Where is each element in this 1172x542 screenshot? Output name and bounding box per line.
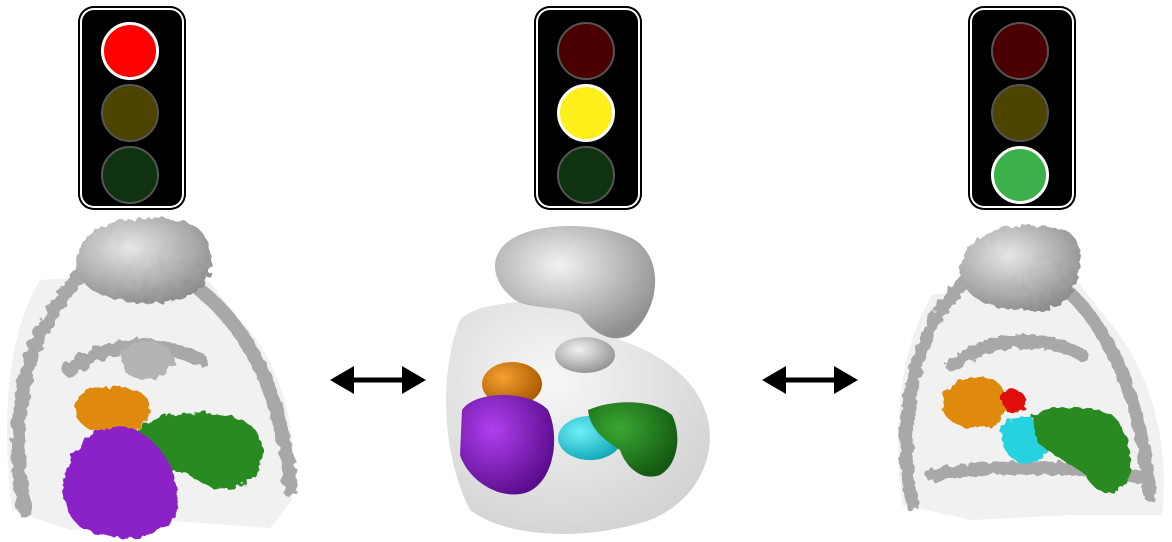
low-resolution-density-map-center (446, 226, 710, 534)
double-headed-arrow-icon (762, 366, 858, 394)
green-lamp-off (557, 146, 615, 204)
yellow-lamp-off (991, 84, 1049, 142)
traffic-light-green (972, 10, 1072, 206)
double-headed-arrow-icon (330, 366, 426, 394)
traffic-light-yellow (538, 10, 638, 206)
cryo-em-density-map-left (7, 217, 297, 538)
green-lamp-on (991, 146, 1049, 204)
red-lamp-off (557, 22, 615, 80)
cryo-em-density-map-right (898, 225, 1164, 520)
yellow-lamp-off (101, 84, 159, 142)
red-lamp-on (101, 22, 159, 80)
left-panel (0, 0, 320, 542)
traffic-light-red (82, 10, 182, 206)
center-panel (420, 0, 740, 542)
green-lamp-off (101, 146, 159, 204)
right-panel (872, 0, 1172, 542)
yellow-lamp-on (557, 84, 615, 142)
red-lamp-off (991, 22, 1049, 80)
